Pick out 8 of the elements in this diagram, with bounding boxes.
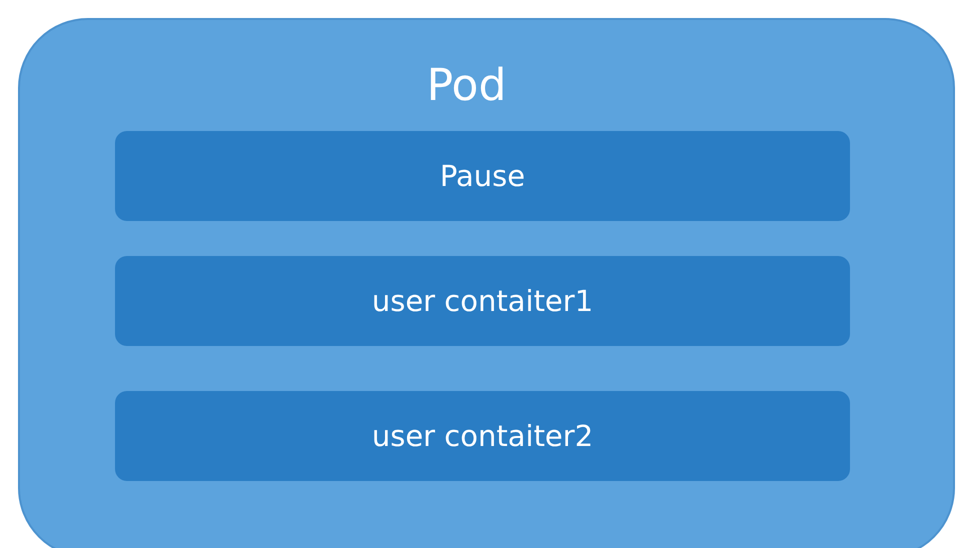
pod-panel <box>18 18 955 548</box>
pod-title: Pod <box>426 60 508 111</box>
container-box <box>115 256 850 346</box>
container-label: user contaiter2 <box>372 419 594 453</box>
container-box <box>115 391 850 481</box>
container-box <box>115 131 850 221</box>
container-label: user contaiter1 <box>372 284 594 318</box>
container-label: Pause <box>440 159 526 193</box>
